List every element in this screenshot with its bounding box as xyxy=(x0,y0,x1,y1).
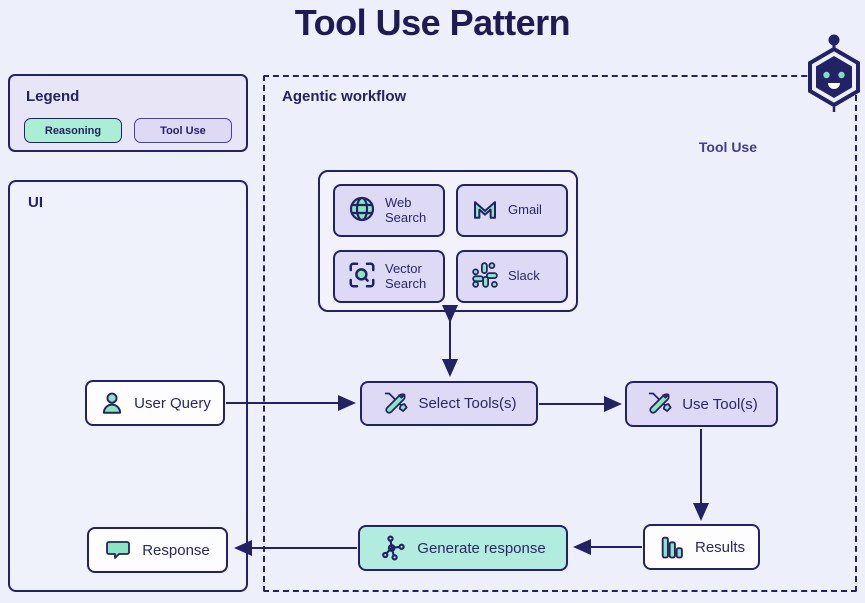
node-label: Select Tools(s) xyxy=(418,395,517,412)
gmail-icon xyxy=(470,194,500,228)
node-user-query: User Query xyxy=(85,380,225,426)
node-use-tool: Use Tool(s) xyxy=(625,381,778,427)
scan-search-icon xyxy=(347,260,377,294)
person-icon xyxy=(99,390,125,416)
bar-chart-icon xyxy=(658,533,686,561)
tool-card-gmail: Gmail xyxy=(456,184,568,237)
tool-card-label: Web Search xyxy=(385,194,427,225)
ui-panel-title: UI xyxy=(28,194,43,211)
tool-card-slack: Slack xyxy=(456,250,568,303)
slack-icon xyxy=(470,260,500,294)
agentic-workflow-title: Agentic workflow xyxy=(282,88,407,105)
node-label: Generate response xyxy=(417,539,546,557)
node-generate-response: Generate response xyxy=(358,525,568,571)
globe-icon xyxy=(347,194,377,228)
tools-icon xyxy=(645,390,673,418)
tool-card-label: Slack xyxy=(508,268,540,284)
node-label: Use Tool(s) xyxy=(682,395,758,413)
node-response: Response xyxy=(87,527,228,573)
legend-reasoning-pill: Reasoning xyxy=(24,118,122,143)
node-label: Results xyxy=(694,538,746,556)
tool-card-vector-search: Vector Search xyxy=(333,250,445,303)
page-title: Tool Use Pattern xyxy=(294,2,571,43)
node-select-tools: Select Tools(s) xyxy=(360,381,538,426)
legend-title: Legend xyxy=(26,88,80,105)
legend-tool-use-pill: Tool Use xyxy=(134,118,232,143)
chat-bubble-icon xyxy=(105,537,133,563)
tool-card-label: Gmail xyxy=(508,202,542,218)
legend-panel: Legend Reasoning Tool Use xyxy=(8,74,248,152)
tool-card-label: Vector Search xyxy=(385,260,427,291)
node-results: Results xyxy=(643,524,760,570)
tool-card-web-search: Web Search xyxy=(333,184,445,237)
tools-icon xyxy=(381,390,409,418)
node-label: User Query xyxy=(134,394,211,412)
robot-icon xyxy=(803,31,865,122)
node-label: Response xyxy=(142,541,210,559)
agentic-workflow-panel: Agentic workflow Tool Use xyxy=(263,75,857,592)
network-icon xyxy=(380,534,408,562)
tool-use-sublabel: Tool Use xyxy=(698,139,757,155)
